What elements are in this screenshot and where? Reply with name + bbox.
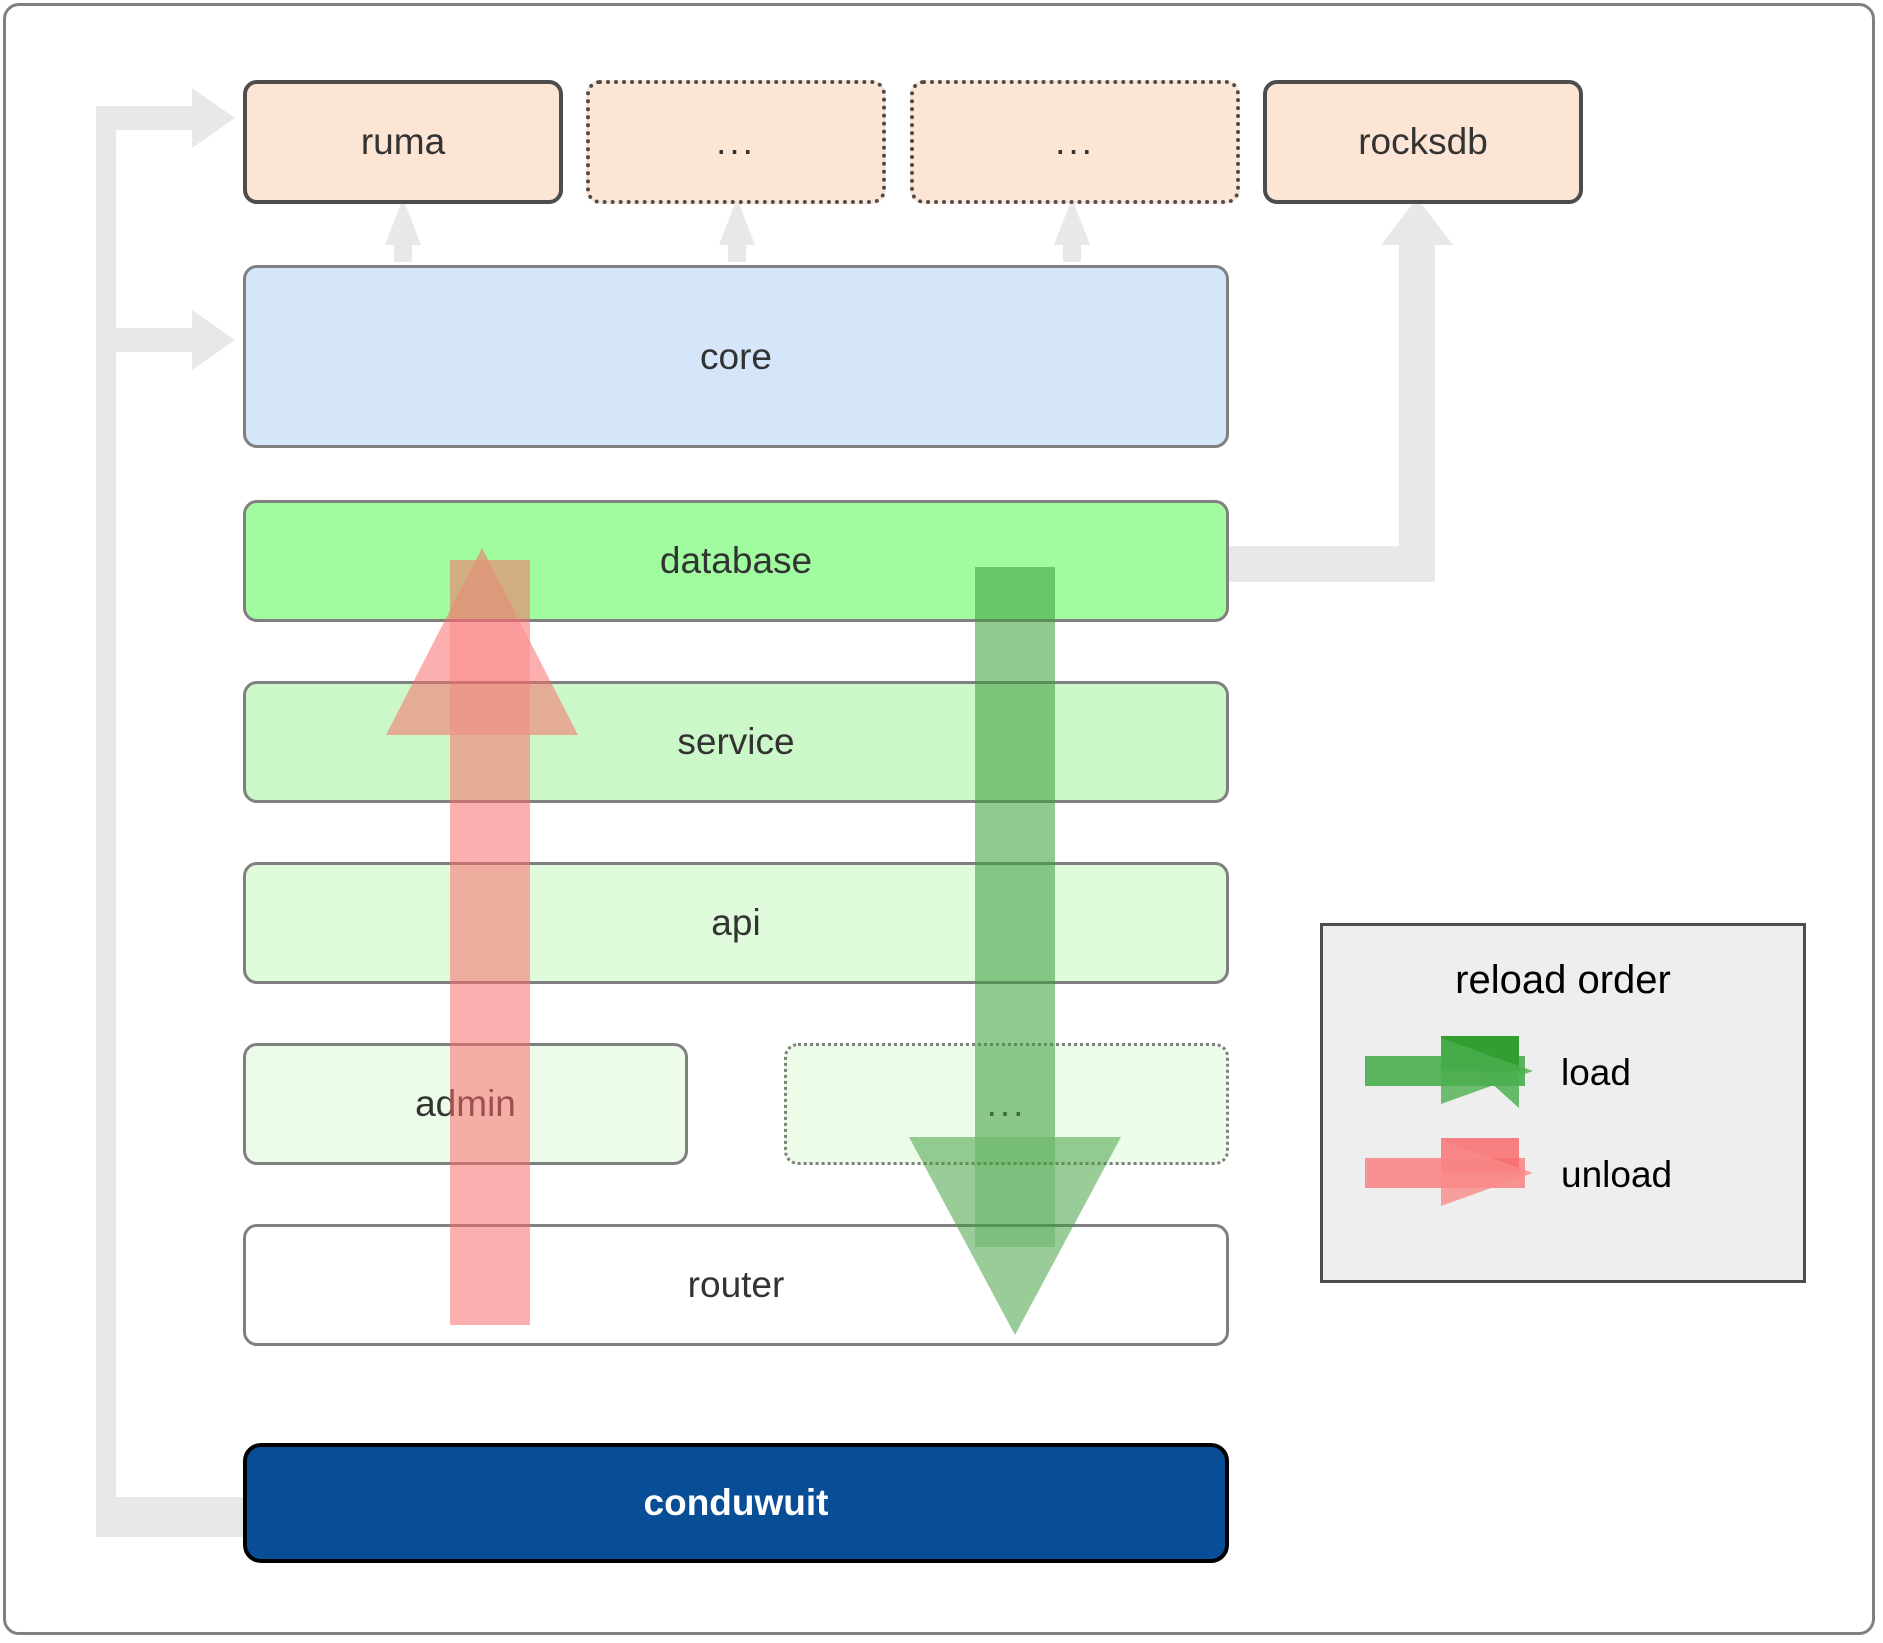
node-database-label: database: [659, 540, 813, 581]
legend-label-unload: unload: [1561, 1154, 1673, 1195]
node-ruma[interactable]: ruma: [243, 80, 563, 204]
node-core-label: core: [700, 335, 772, 377]
legend-label-load: load: [1561, 1052, 1631, 1093]
node-ruma-label: ruma: [360, 121, 446, 162]
legend-arrows: [1365, 1036, 1533, 1206]
node-ext-b[interactable]: ...: [910, 80, 1240, 204]
node-api-label: api: [711, 902, 761, 943]
node-ext-a-label: ...: [716, 120, 756, 162]
node-router-label: router: [687, 1264, 785, 1305]
node-conduwuit[interactable]: conduwuit: [243, 1443, 1229, 1563]
node-core[interactable]: core: [243, 265, 1229, 448]
node-rocksdb-label: rocksdb: [1358, 121, 1488, 162]
node-conduwuit-label: conduwuit: [643, 1482, 829, 1523]
legend-unload-arrow: [1365, 1138, 1533, 1206]
node-api[interactable]: api: [243, 862, 1229, 984]
node-ext-a[interactable]: ...: [586, 80, 886, 204]
legend-panel: reload order load unload: [1320, 923, 1806, 1283]
node-extra-label: ...: [986, 1082, 1027, 1124]
node-router[interactable]: router: [243, 1224, 1229, 1346]
node-database[interactable]: database: [243, 500, 1229, 622]
diagram-frame: [3, 3, 1875, 1635]
legend-title: reload order: [1455, 958, 1671, 1002]
node-rocksdb[interactable]: rocksdb: [1263, 80, 1583, 204]
node-extra[interactable]: ...: [784, 1043, 1229, 1165]
legend-load-arrow: [1365, 1036, 1533, 1108]
node-admin[interactable]: admin: [243, 1043, 688, 1165]
node-ext-b-label: ...: [1055, 120, 1095, 162]
node-service-label: service: [677, 721, 795, 762]
node-service[interactable]: service: [243, 681, 1229, 803]
node-admin-label: admin: [415, 1083, 516, 1124]
